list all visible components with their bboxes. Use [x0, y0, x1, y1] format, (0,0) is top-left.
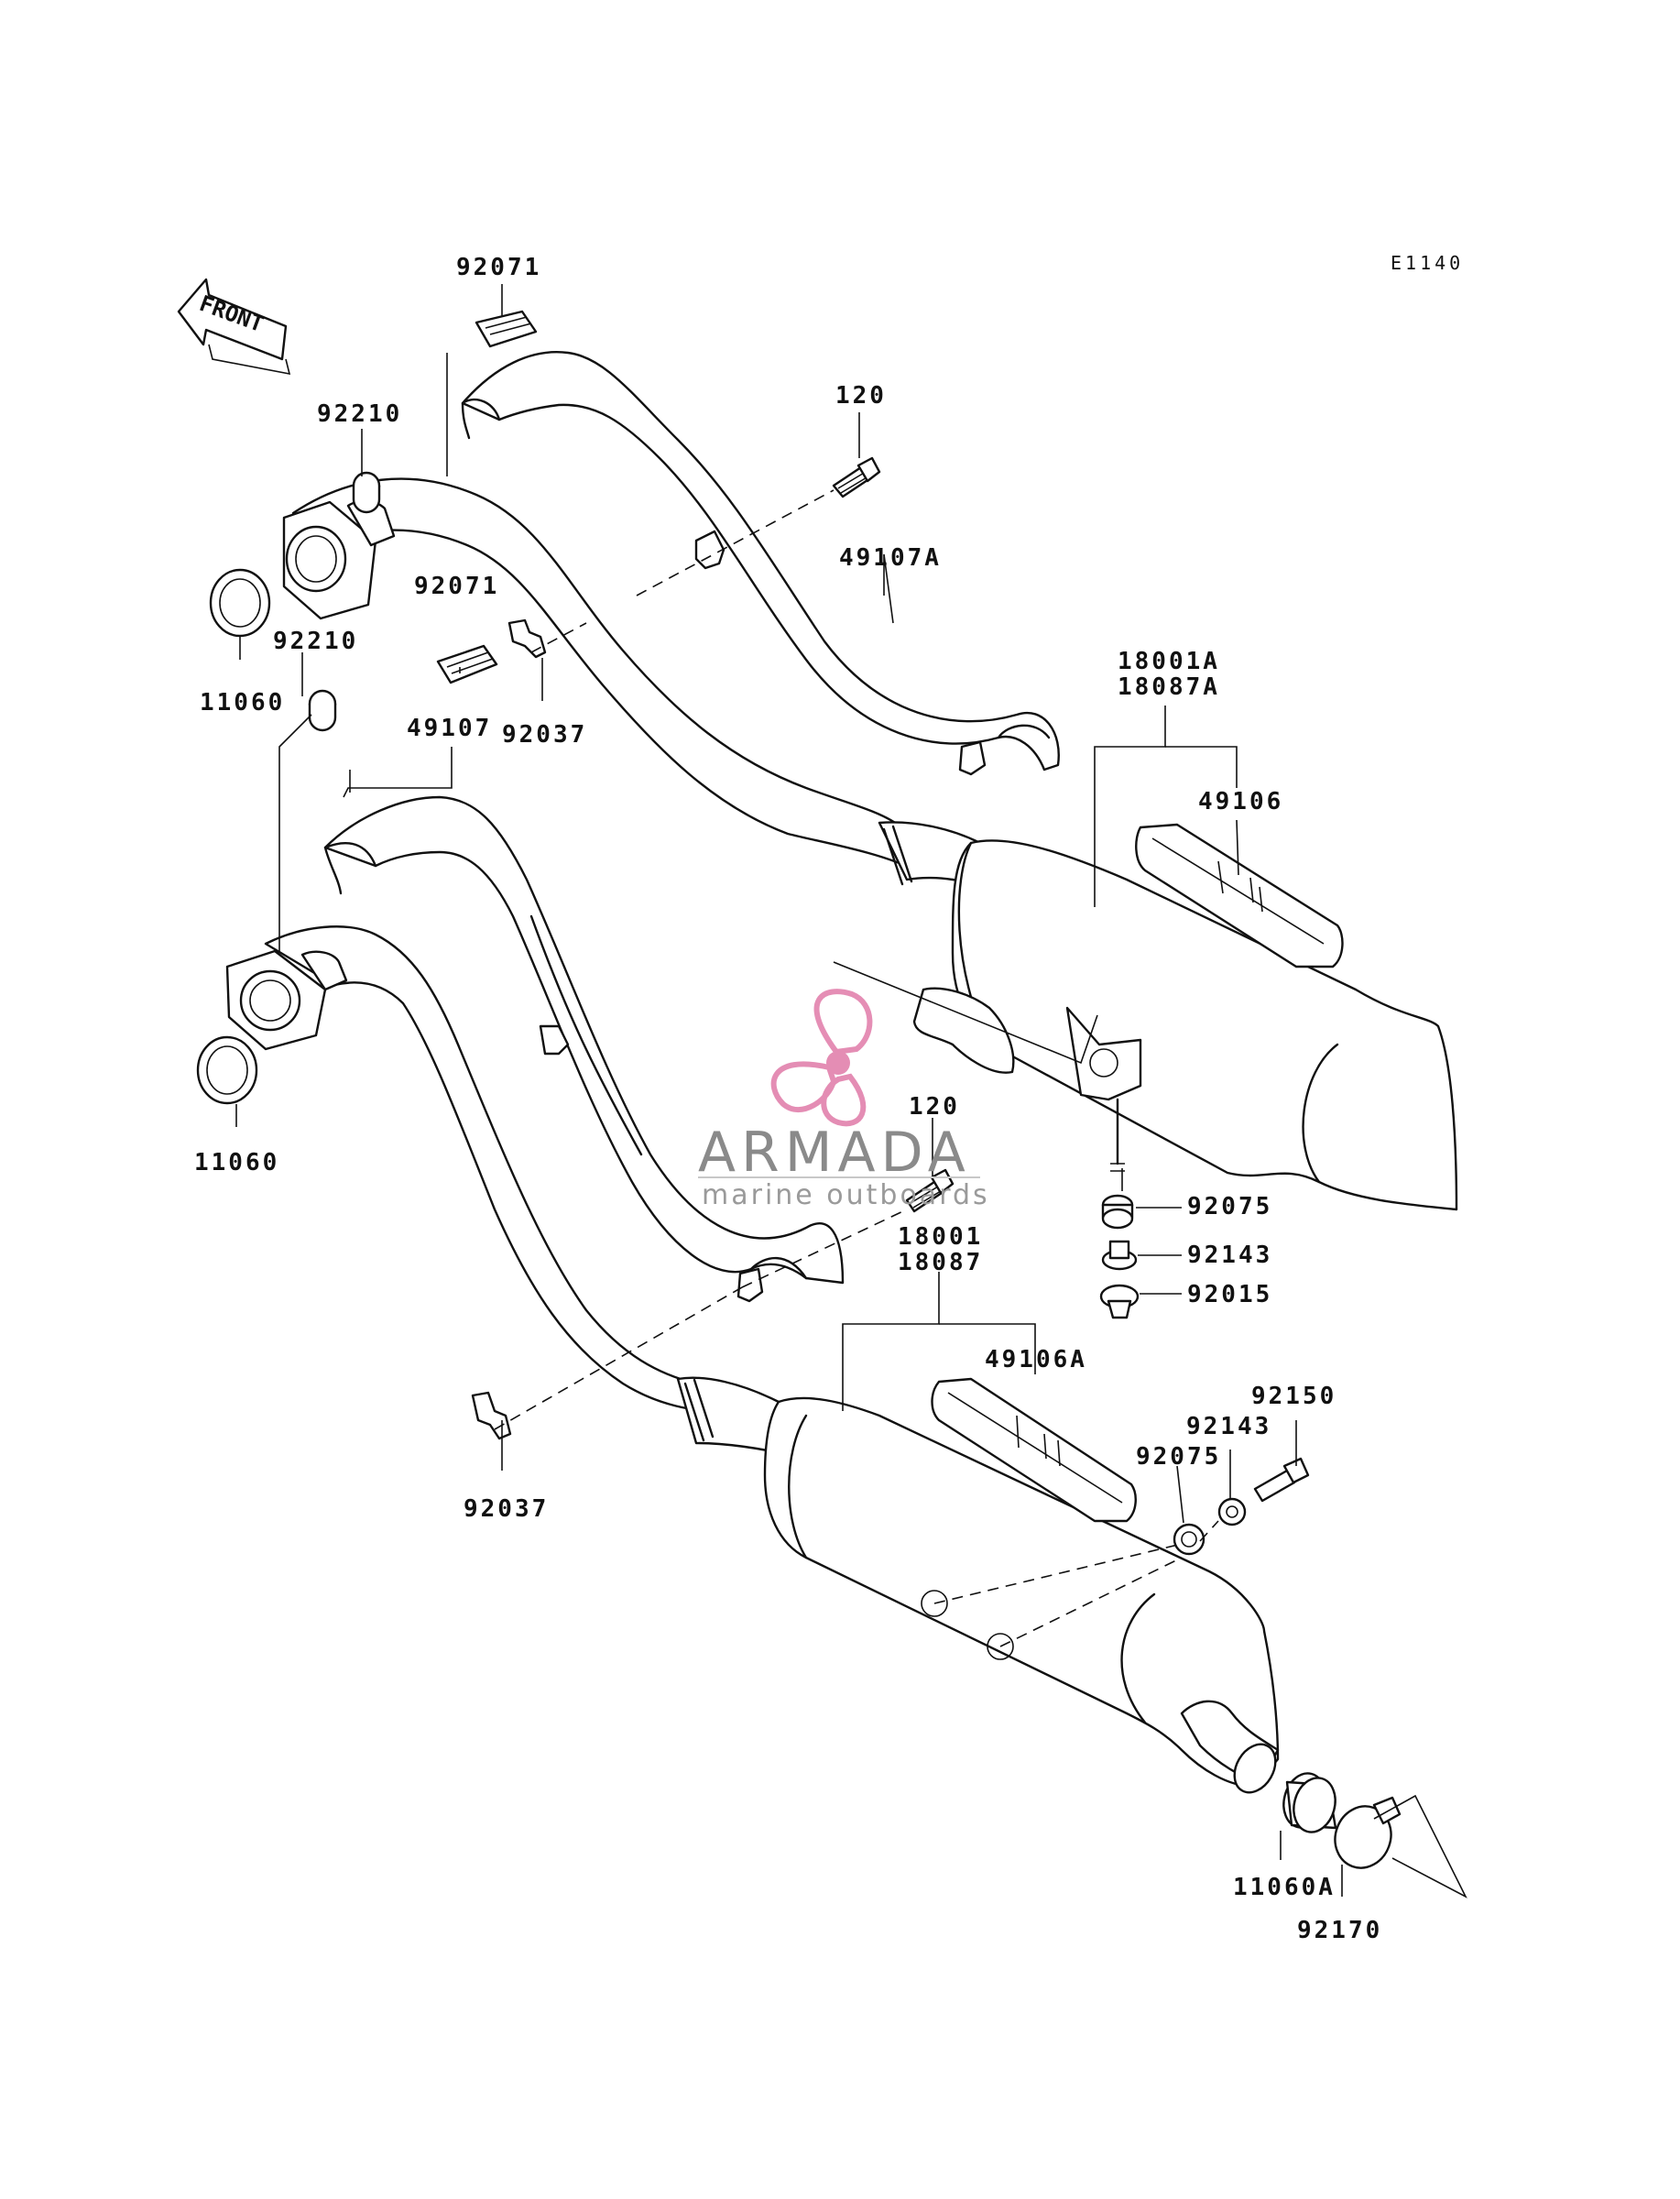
part-label-92015: 92015 — [1187, 1281, 1272, 1308]
part-label-49107A: 49107A — [839, 544, 942, 572]
lower-muffler — [763, 1396, 1280, 1794]
part-label-92143-top: 92143 — [1187, 1242, 1272, 1269]
watermark-brand: ARMADA — [698, 1121, 971, 1185]
bolt-120-bottom — [905, 1168, 955, 1213]
bolt-120-top — [832, 456, 881, 498]
part-label-92143-bottom: 92143 — [1186, 1413, 1271, 1440]
upper-flange — [282, 499, 396, 620]
muffler-trim-49106 — [1135, 823, 1344, 968]
cap-92015 — [1099, 1284, 1140, 1319]
part-label-18001A: 18001A — [1118, 648, 1220, 675]
shield-clip-49107-end — [736, 1267, 764, 1303]
shield-clip-lower — [539, 1024, 570, 1056]
part-label-49106A: 49106A — [985, 1346, 1087, 1373]
part-label-92210-mid: 92210 — [273, 628, 358, 655]
upper-muffler — [912, 839, 1458, 1211]
part-label-49106: 49106 — [1198, 788, 1283, 815]
part-label-120-top: 120 — [835, 382, 887, 410]
leader-lines — [235, 284, 1467, 1898]
part-label-120-bottom: 120 — [909, 1093, 960, 1121]
clamp-92170 — [1334, 1796, 1402, 1869]
part-label-92075-bottom: 92075 — [1136, 1443, 1221, 1471]
part-label-92071-mid: 92071 — [414, 573, 499, 600]
diagram-code: E1140 — [1391, 252, 1464, 274]
part-label-18087: 18087 — [898, 1249, 983, 1276]
part-label-92150: 92150 — [1251, 1383, 1336, 1410]
damper-92075-top — [1101, 1194, 1134, 1230]
shield-clip-49107A-end — [958, 740, 987, 776]
watermark-tagline: marine outboards — [702, 1179, 990, 1211]
lower-heat-shield — [323, 795, 845, 1285]
part-labels: 92071 92210 11060 92210 92071 92037 4910… — [194, 254, 1382, 1944]
sleeve-11060A — [1282, 1772, 1337, 1833]
collar-92210-mid — [308, 689, 337, 732]
shield-clip-upper — [694, 530, 725, 570]
bolt-92150 — [1253, 1457, 1310, 1503]
part-label-92071-top: 92071 — [456, 254, 541, 281]
part-label-92210-top: 92210 — [317, 400, 402, 428]
part-label-11060-top: 11060 — [200, 689, 285, 717]
gasket-92071-top — [475, 310, 538, 348]
armada-watermark: ARMADA marine outboards — [698, 989, 990, 1211]
collar-92210-top — [352, 471, 381, 514]
upper-mount-bracket — [1065, 1006, 1142, 1172]
part-label-92075-top: 92075 — [1187, 1193, 1272, 1220]
part-label-18087A: 18087A — [1118, 673, 1220, 701]
damper-92075-bottom — [1173, 1523, 1205, 1556]
part-label-49107: 49107 — [407, 715, 492, 742]
collar-92143-top — [1101, 1240, 1138, 1271]
front-arrow-icon: FRONT — [177, 278, 291, 376]
clamp-92037-top — [507, 618, 547, 659]
gasket-92071-mid — [436, 644, 498, 684]
gasket-ring-11060-top — [209, 568, 271, 638]
part-label-92037-bottom: 92037 — [464, 1495, 549, 1523]
part-label-11060A: 11060A — [1233, 1874, 1336, 1901]
assembly-lines — [494, 489, 1219, 1647]
collar-92143-bottom — [1217, 1497, 1247, 1526]
clamp-92037-bottom — [471, 1391, 512, 1440]
propeller-icon — [770, 989, 873, 1127]
part-label-18001: 18001 — [898, 1223, 983, 1251]
part-label-92170: 92170 — [1297, 1917, 1382, 1944]
muffler-trim-49106A — [931, 1377, 1137, 1523]
upper-heat-shield — [461, 351, 1060, 771]
lower-flange — [225, 949, 348, 1051]
gasket-ring-11060-bottom — [196, 1035, 258, 1105]
part-label-92037-top: 92037 — [502, 721, 587, 749]
part-label-11060-bottom: 11060 — [194, 1149, 279, 1176]
